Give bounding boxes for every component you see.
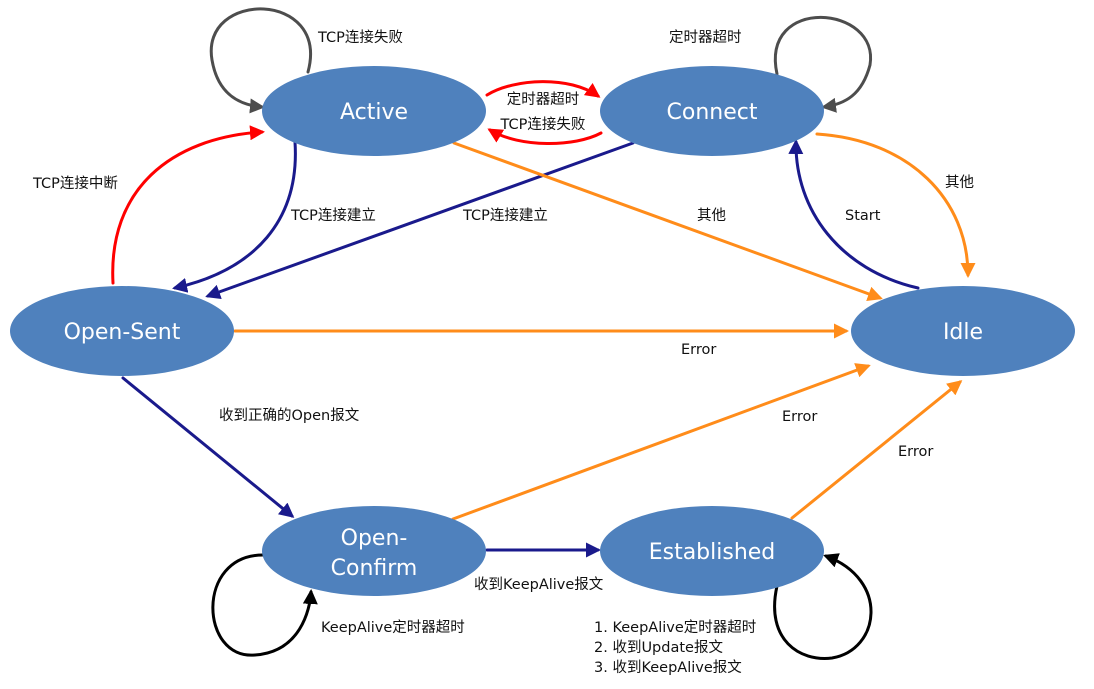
edge-openconfirm-to-idle (451, 363, 871, 521)
edge-connect-to-idle (815, 132, 976, 278)
edge-opensent-to-active (111, 125, 265, 285)
edge-label-active-to-connect: 定时器超时 (507, 91, 580, 108)
state-node-established: Established (600, 506, 824, 596)
edge-openconfirm-self (211, 553, 318, 657)
state-node-open-sent: Open-Sent (10, 286, 234, 376)
edge-label-connect-to-active: TCP连接失败 (500, 116, 586, 133)
edge-label-established-self-line1: 1. KeepAlive定时器超时 (594, 619, 756, 636)
edge-label-connect-to-opensent: TCP连接建立 (462, 207, 548, 224)
edge-label-connect-self: 定时器超时 (669, 29, 742, 46)
edge-idle-to-connect (788, 139, 920, 290)
edge-active-to-idle (452, 141, 883, 301)
state-label-active: Active (340, 100, 408, 125)
edge-connect-self (773, 16, 872, 113)
edge-label-established-self-line3: 3. 收到KeepAlive报文 (594, 659, 742, 676)
state-node-connect: Connect (600, 66, 824, 156)
edge-label-opensent-to-openconfirm: 收到正确的Open报文 (219, 407, 360, 424)
edge-label-openconfirm-to-idle: Error (782, 409, 817, 425)
state-node-open-confirm: Open- Confirm (262, 506, 486, 596)
state-node-idle: Idle (851, 286, 1075, 376)
edge-connect-to-active (487, 128, 603, 145)
state-label-idle: Idle (943, 320, 983, 345)
edge-active-self (209, 7, 312, 114)
edge-active-to-opensent (172, 140, 297, 293)
edge-label-established-to-idle: Error (898, 444, 933, 460)
edge-label-openconfirm-to-established: 收到KeepAlive报文 (474, 576, 604, 593)
edge-label-idle-to-connect: Start (845, 208, 881, 224)
state-label-established: Established (649, 540, 776, 565)
state-label-open-confirm-line1: Open- (341, 526, 408, 551)
edge-label-active-to-opensent: TCP连接建立 (290, 207, 376, 224)
edge-label-established-self-line2: 2. 收到Update报文 (594, 639, 723, 656)
edge-label-opensent-to-idle: Error (681, 342, 716, 358)
edge-label-active-self: TCP连接失败 (317, 29, 403, 46)
edge-label-openconfirm-self: KeepAlive定时器超时 (321, 619, 465, 636)
edge-label-opensent-to-active: TCP连接中断 (32, 175, 118, 192)
edge-established-to-idle (790, 380, 963, 520)
edge-label-active-to-idle: 其他 (697, 207, 726, 224)
state-node-active: Active (262, 66, 486, 156)
edge-opensent-to-openconfirm (121, 376, 295, 518)
edge-established-self (773, 553, 873, 660)
edge-label-connect-to-idle: 其他 (945, 174, 974, 191)
edge-connect-to-opensent (205, 141, 635, 299)
state-label-open-confirm-line2: Confirm (331, 556, 418, 581)
state-label-connect: Connect (667, 100, 758, 125)
edge-active-to-connect (485, 80, 601, 98)
state-label-open-sent: Open-Sent (64, 320, 181, 345)
